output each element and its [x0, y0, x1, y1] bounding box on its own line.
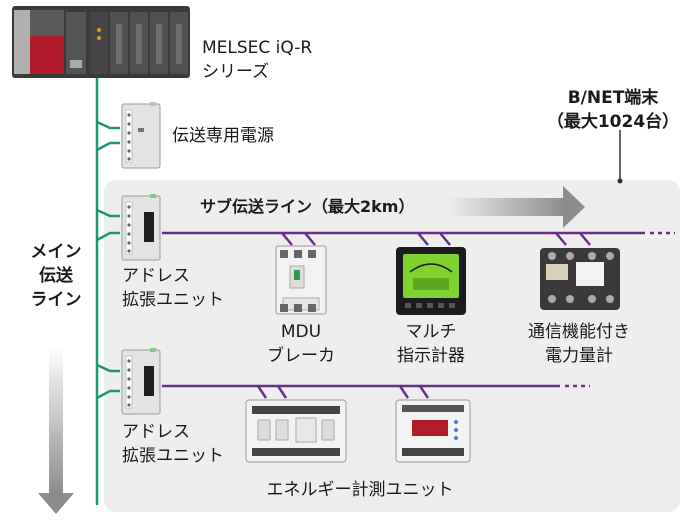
main-line-label-1: メイン: [30, 242, 82, 262]
main-line-label-2: 伝送: [39, 266, 73, 286]
energy-unit-label: エネルギー計測ユニット: [266, 480, 454, 500]
bnet-terminal-panel: [104, 180, 680, 512]
address-unit-2-icon: [121, 348, 161, 415]
mdu-breaker-icon: [275, 245, 327, 315]
power-supply-label: 伝送専用電源: [172, 126, 274, 146]
address-unit-2-label-2: 拡張ユニット: [122, 446, 224, 466]
main-transmission-line: [95, 78, 120, 505]
bnet-pointer-dot: [617, 178, 623, 184]
plc-label-line1: MELSEC iQ-R: [202, 38, 313, 58]
sub-line-direction-arrow: [448, 186, 585, 228]
mdu-label-2: ブレーカ: [267, 346, 335, 366]
address-unit-1-label-2: 拡張ユニット: [122, 290, 224, 310]
address-unit-1-icon: [121, 194, 161, 261]
power-meter-label-2: 電力量計: [545, 346, 613, 366]
power-meter-icon: [540, 248, 620, 310]
plc-unit-icon: [12, 6, 190, 78]
bnet-subtitle: （最大1024台）: [546, 112, 680, 132]
energy-unit-1-icon: [245, 399, 347, 463]
sub-line-label: サブ伝送ライン（最大2km）: [200, 197, 415, 216]
bnet-title: B/NET端末: [567, 88, 659, 108]
sub-transmission-line: [162, 231, 675, 399]
address-unit-2-label-1: アドレス: [122, 422, 190, 442]
plc-label-line2: シリーズ: [202, 62, 270, 82]
multi-meter-label-2: 指示計器: [397, 346, 465, 366]
multi-meter-label-1: マルチ: [405, 322, 457, 342]
energy-unit-2-icon: [395, 399, 471, 463]
power-meter-label-1: 通信機能付き: [528, 322, 630, 342]
main-line-label-3: ライン: [30, 290, 82, 310]
multi-meter-icon: [396, 247, 466, 315]
main-line-direction-arrow: [38, 345, 74, 514]
power-supply-icon: [121, 102, 161, 169]
address-unit-1-label-1: アドレス: [122, 266, 190, 286]
mdu-label-1: MDU: [280, 322, 322, 342]
